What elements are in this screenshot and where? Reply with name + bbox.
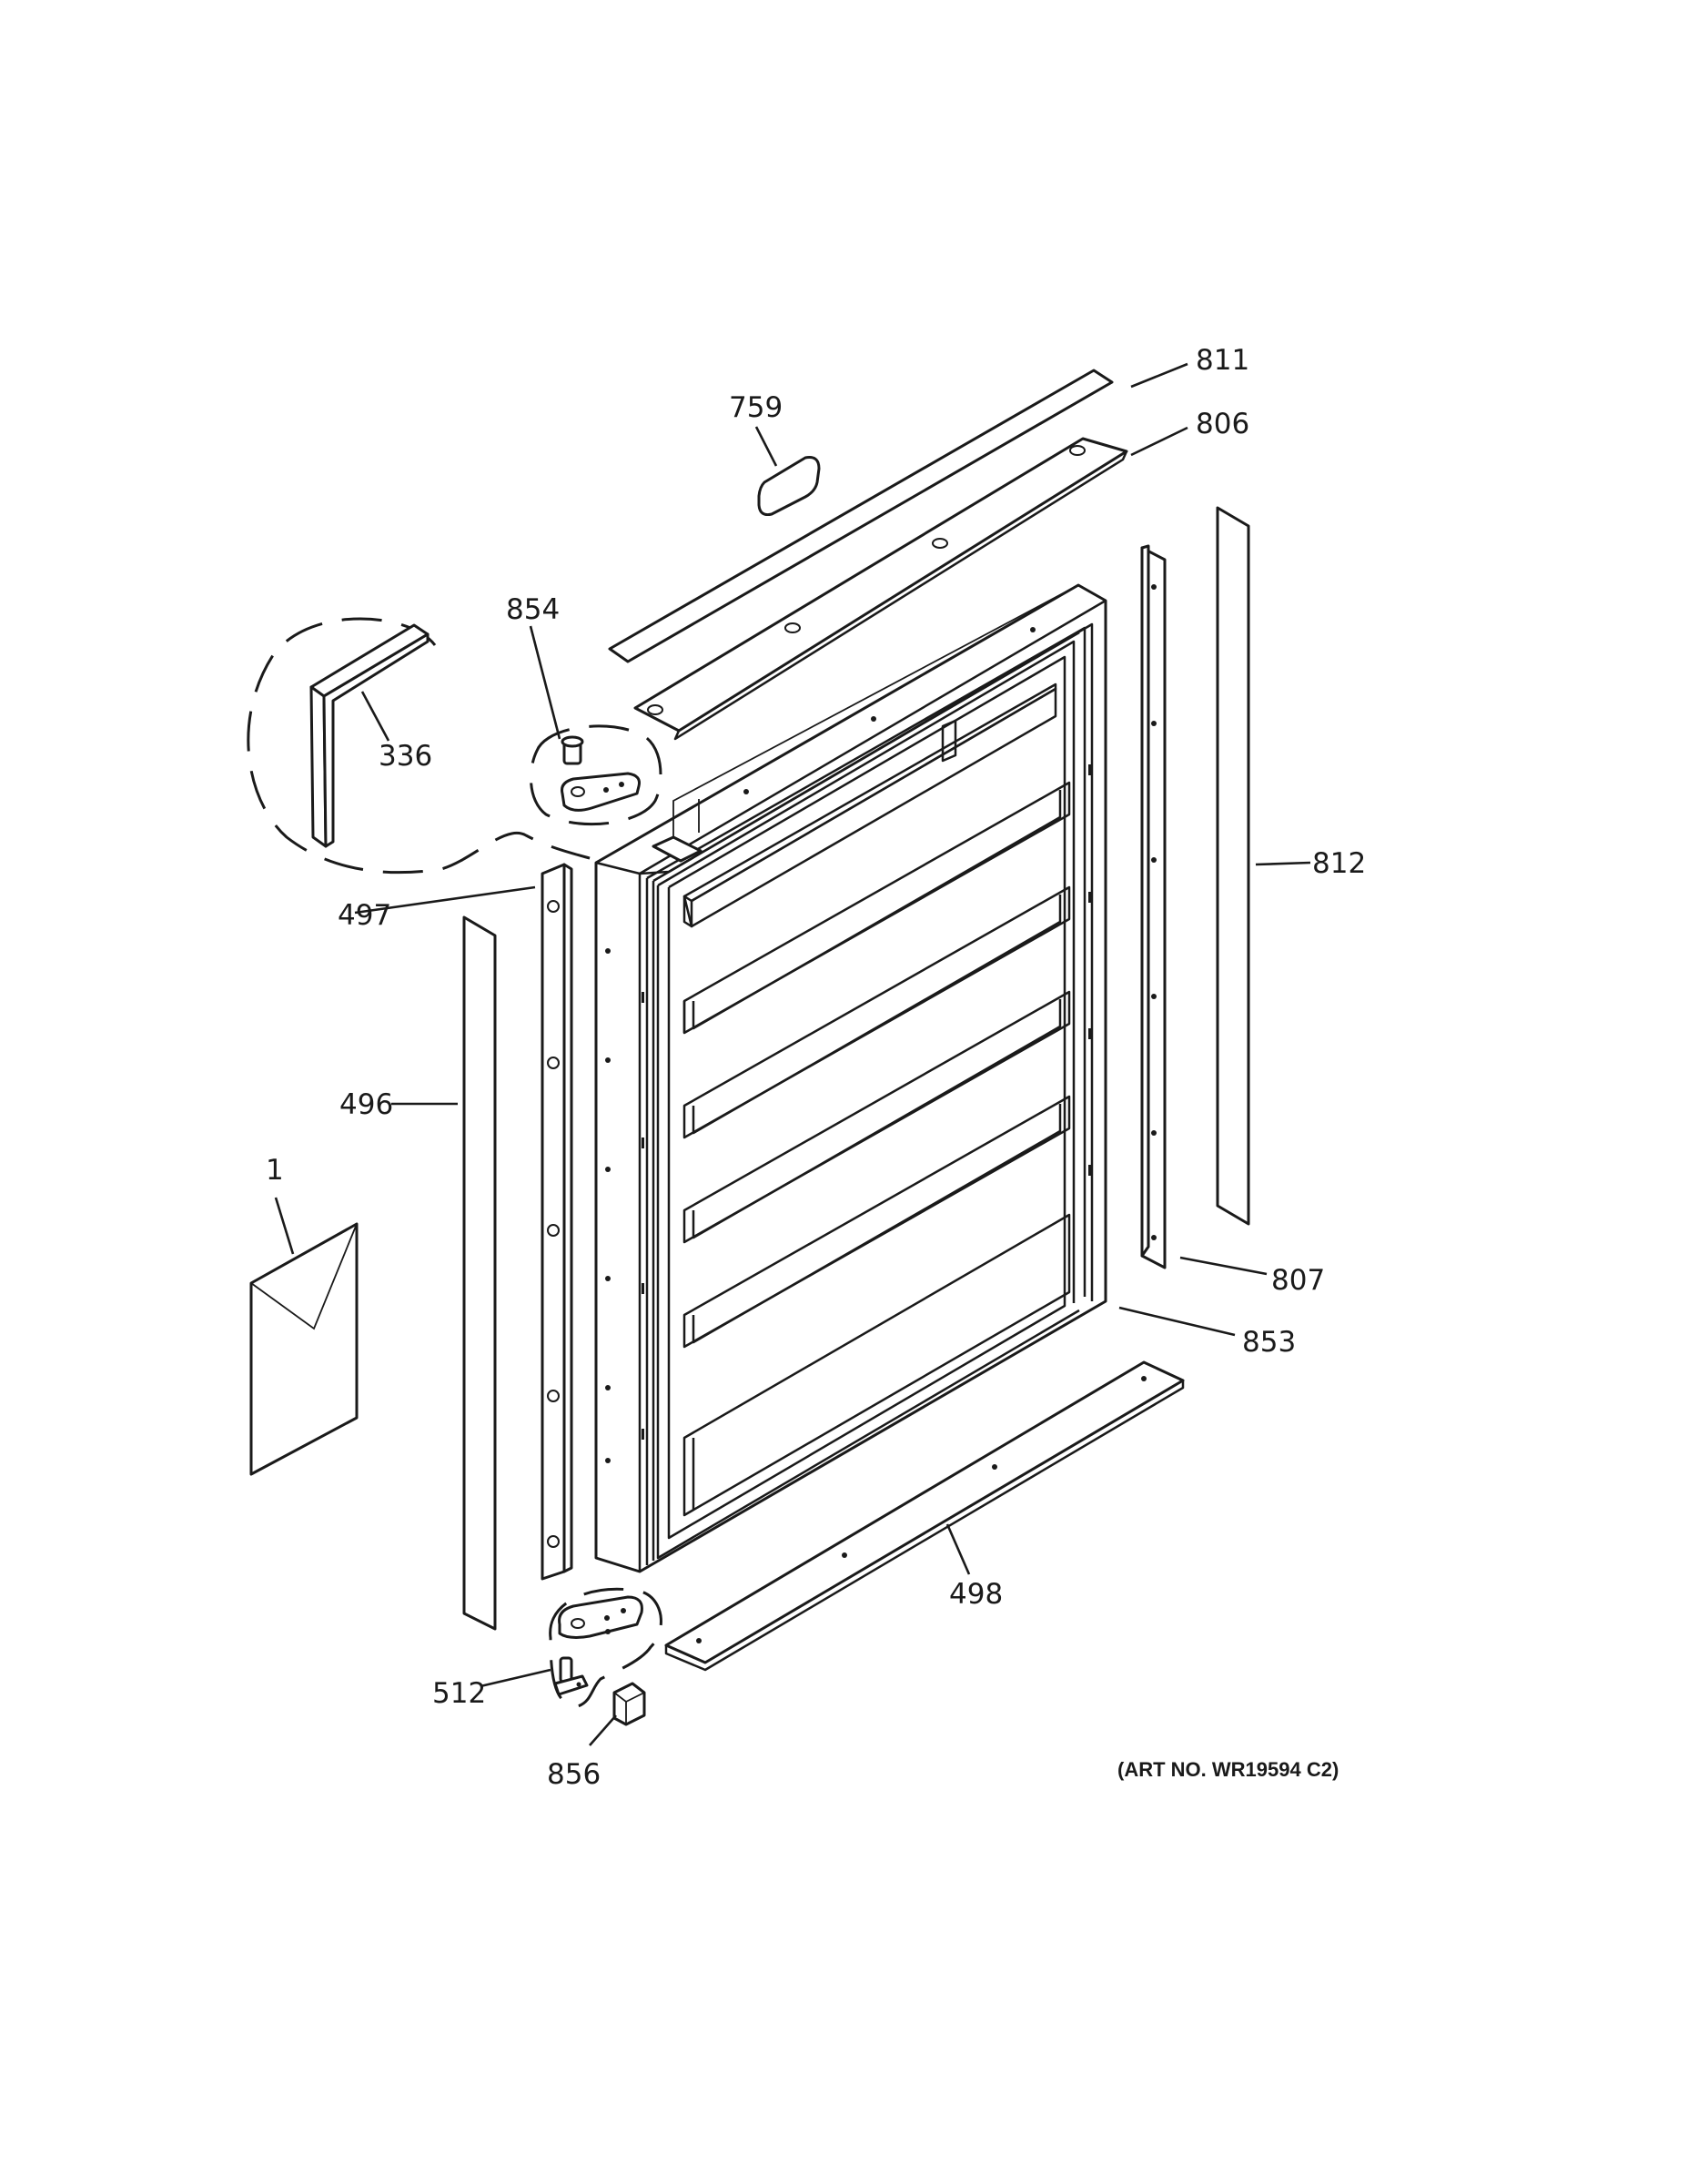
part-812-right-strip[interactable] <box>1216 506 1250 1226</box>
callout-496: 496 <box>339 1088 393 1121</box>
part-811-top-strip[interactable] <box>608 369 1114 663</box>
callout-811: 811 <box>1196 344 1249 377</box>
callout-512: 512 <box>432 1677 486 1710</box>
callout-806: 806 <box>1196 408 1249 440</box>
part-496-left-strip[interactable] <box>462 915 497 1631</box>
door-inner-panels <box>682 682 1071 1517</box>
callout-336: 336 <box>379 740 432 773</box>
part-512-bottom-hinge[interactable] <box>549 1587 662 1708</box>
part-1-literature[interactable] <box>249 1222 359 1476</box>
part-856-bracket[interactable] <box>612 1682 646 1726</box>
callout-854: 854 <box>506 593 560 626</box>
part-854-top-hinge[interactable] <box>529 724 662 826</box>
part-759-button[interactable] <box>757 456 821 516</box>
callout-497: 497 <box>338 899 391 932</box>
part-853-door-frame[interactable] <box>594 583 1107 1573</box>
part-336-detail[interactable] <box>247 617 606 875</box>
part-497-left-rail[interactable] <box>541 863 573 1581</box>
callout-498: 498 <box>949 1578 1003 1611</box>
callout-759: 759 <box>729 391 783 424</box>
callout-labels: 811 759 806 854 336 812 497 496 1 807 85… <box>266 344 1366 1791</box>
art-number: (ART NO. WR19594 C2) <box>1117 1758 1339 1781</box>
part-498-bottom-rail[interactable] <box>664 1360 1185 1672</box>
callout-807: 807 <box>1271 1264 1325 1297</box>
callout-853: 853 <box>1242 1326 1296 1359</box>
part-806-top-rail[interactable] <box>633 437 1128 741</box>
callout-1: 1 <box>266 1154 284 1187</box>
callout-856: 856 <box>547 1758 601 1791</box>
leader-lines <box>274 362 1311 1746</box>
callout-812: 812 <box>1312 847 1366 880</box>
part-807-right-rail[interactable] <box>1140 544 1167 1269</box>
